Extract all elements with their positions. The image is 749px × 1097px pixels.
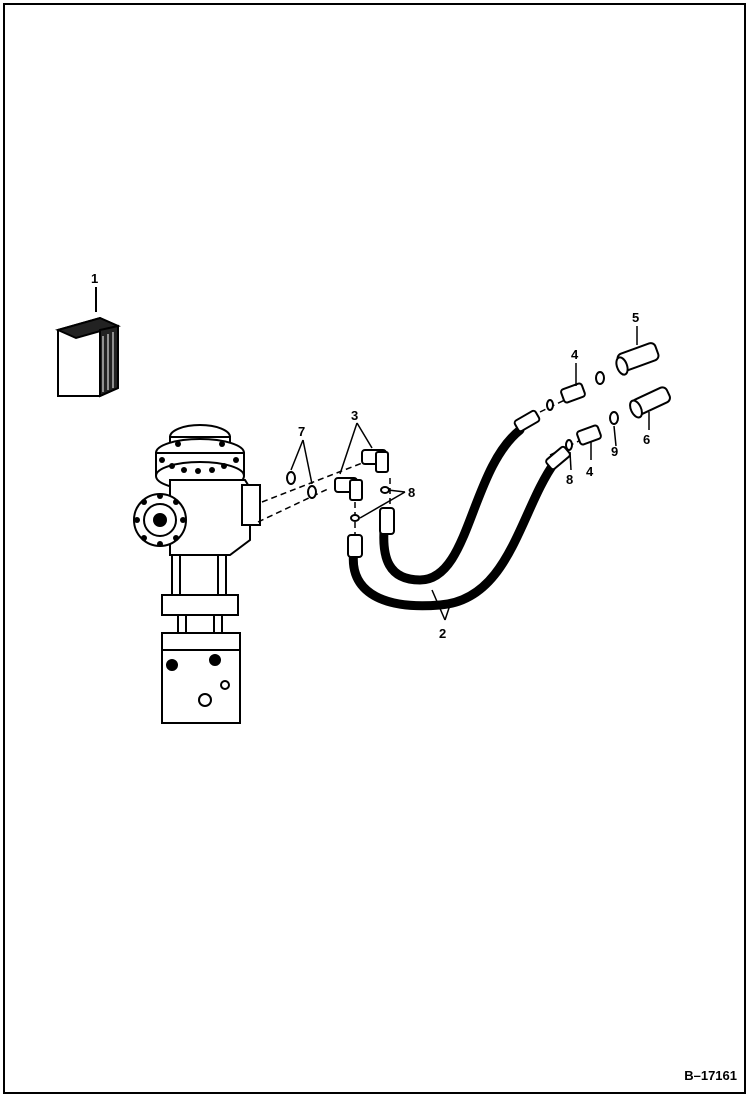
callout-8-upper: 8 bbox=[408, 485, 415, 500]
callout-5: 5 bbox=[632, 310, 639, 325]
figure-reference: B–17161 bbox=[684, 1068, 737, 1083]
callout-9: 9 bbox=[611, 444, 618, 459]
callout-1: 1 bbox=[91, 271, 98, 286]
callout-3: 3 bbox=[351, 408, 358, 423]
diagram-frame bbox=[3, 3, 746, 1094]
part-1-manual bbox=[55, 316, 121, 398]
callout-7: 7 bbox=[298, 424, 305, 439]
callout-8-lower: 8 bbox=[566, 472, 573, 487]
callout-6: 6 bbox=[643, 432, 650, 447]
hydraulic-breaker bbox=[133, 424, 261, 724]
callout-2: 2 bbox=[439, 626, 446, 641]
callout-4-lower: 4 bbox=[586, 464, 594, 479]
callout-4-upper: 4 bbox=[571, 347, 579, 362]
part-2-hoses bbox=[348, 425, 560, 611]
